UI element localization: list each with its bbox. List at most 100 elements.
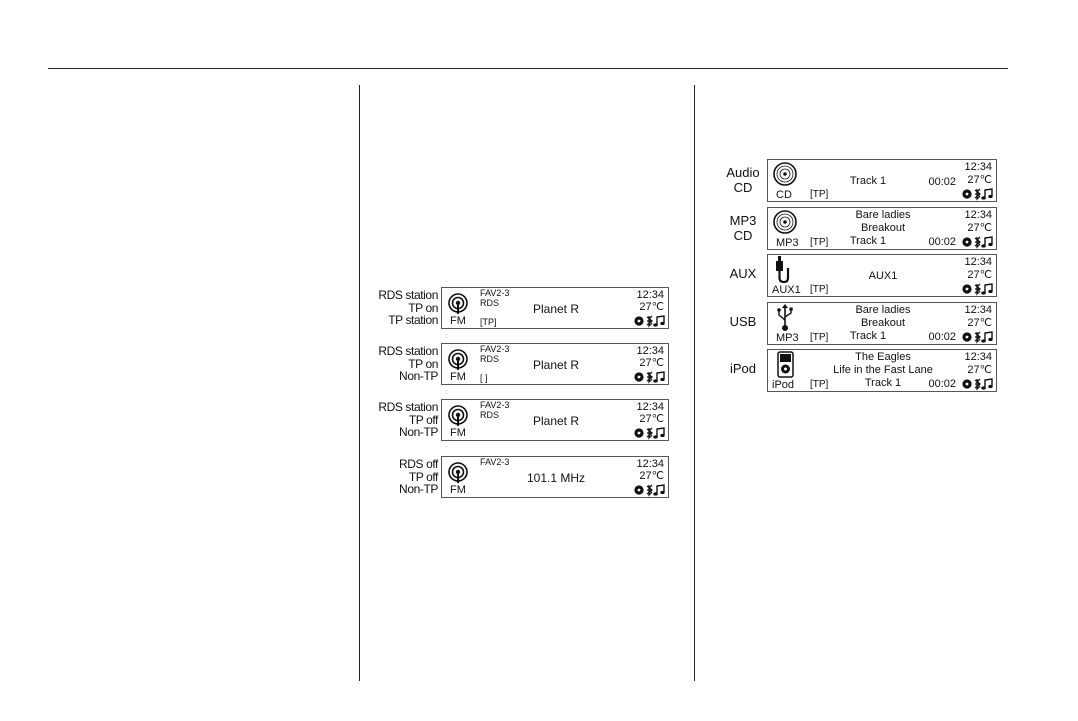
status-icons [961,236,994,254]
station-name: 101.1 MHz [526,471,586,485]
clock: 12:34 [964,304,992,316]
radio-side-label: TP off [408,412,439,427]
radio-side-label: TP off [408,469,439,484]
media-source-label-line: Audio [726,165,760,180]
media-source-label: USB [713,314,773,329]
album-line: Life in the Fast Lane [833,364,933,376]
elapsed-time: 00:02 [928,331,956,343]
artist-line: Bare ladies [855,304,911,316]
source-label: MP3 [776,237,799,249]
source-label: FM [450,315,466,327]
usb-icon [776,304,796,337]
status-icons [961,331,994,349]
source-label: FM [450,371,466,383]
track-line: Track 1 [864,377,902,389]
station-name: Planet R [532,414,580,428]
source-label: FM [450,427,466,439]
track-line: Track 1 [849,330,887,342]
rds-indicator: RDS [480,298,500,308]
temperature: 27℃ [967,222,992,234]
elapsed-time: 00:02 [928,378,956,390]
temperature: 27℃ [967,317,992,329]
clock: 12:34 [964,161,992,173]
station-name: Planet R [532,358,580,372]
artist-line: Bare ladies [855,209,911,221]
header-rule [48,68,1008,69]
media-source-label-line: MP3 [729,213,757,228]
column-divider-left [359,85,360,681]
clock: 12:34 [636,345,664,357]
media-source-label-line: AUX [729,266,757,281]
radio-side-label: RDS station [378,344,438,358]
tp-indicator: [TP] [480,317,497,327]
status-icons [961,378,994,396]
tp-indicator: [TP] [810,237,829,248]
elapsed-time: 00:02 [928,176,956,188]
clock: 12:34 [636,458,664,470]
radio-side-label: Non-TP [399,425,438,440]
station-name: Planet R [532,302,580,316]
rds-indicator: RDS [480,410,500,420]
ipod-icon [776,351,796,384]
clock: 12:34 [636,401,664,413]
favorite-page: FAV2-3 [480,344,510,354]
album-line: Breakout [860,317,906,329]
temperature: 27℃ [639,357,664,369]
clock: 12:34 [636,289,664,301]
main-line: AUX1 [868,270,898,282]
source-label: iPod [772,379,795,391]
radio-side-label: RDS station [378,288,438,302]
source-label: MP3 [776,332,799,344]
favorite-page: FAV2-3 [480,288,510,298]
clock: 12:34 [964,256,992,268]
favorite-page: FAV2-3 [480,400,510,410]
status-icons [633,427,666,445]
media-source-label-line: CD [733,228,753,243]
status-icons [961,283,994,301]
temperature: 27℃ [967,174,992,186]
temperature: 27℃ [639,470,664,482]
aux-plug-icon [774,256,794,289]
rds-indicator: RDS [480,354,500,364]
tp-indicator: [TP] [810,379,829,390]
source-label: CD [776,189,792,201]
temperature: 27℃ [639,413,664,425]
radio-side-label: RDS off [399,457,438,471]
radio-side-label: Non-TP [399,369,438,384]
source-label: AUX1 [772,284,801,296]
radio-side-label: TP on [408,356,438,371]
main-line: Track 1 [849,175,887,187]
media-source-label: iPod [713,361,773,376]
radio-side-label: TP on [408,300,438,315]
temperature: 27℃ [967,364,992,376]
media-source-label-line: CD [733,180,753,195]
media-source-label: AUX [713,266,773,281]
tp-indicator: [ ] [480,373,488,383]
favorite-page: FAV2-3 [480,457,510,467]
elapsed-time: 00:02 [928,236,956,248]
tp-indicator: [TP] [810,332,829,343]
clock: 12:34 [964,351,992,363]
artist-line: The Eagles [855,351,911,363]
clock: 12:34 [964,209,992,221]
radio-side-label: Non-TP [399,482,438,497]
track-line: Track 1 [849,235,887,247]
status-icons [961,188,994,206]
tp-indicator: [TP] [810,284,829,295]
source-label: FM [450,484,466,496]
media-source-label-line: iPod [729,361,757,376]
status-icons [633,315,666,333]
radio-side-label: RDS station [378,400,438,414]
